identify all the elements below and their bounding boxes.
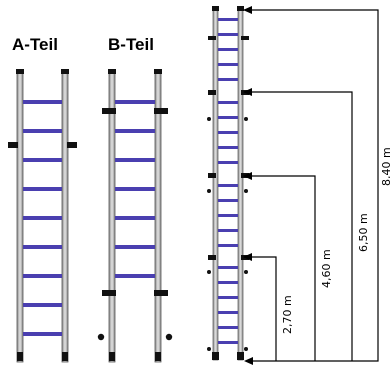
ext-left-joint-clamp (208, 90, 216, 95)
a-teil-ladder (8, 69, 77, 363)
a-left-rail (16, 71, 24, 363)
arrow-icon (243, 6, 252, 14)
rung (218, 311, 238, 314)
rung (23, 187, 62, 191)
ext-left-foot (212, 352, 219, 360)
rung (115, 129, 155, 133)
rung (23, 274, 62, 278)
b-right-knob (165, 333, 173, 341)
rung (218, 281, 238, 284)
b-teil-ladder (97, 69, 173, 363)
rung (23, 216, 62, 220)
a-left-foot (17, 352, 23, 361)
b-left-clamp-bottom (102, 290, 116, 296)
rung (218, 266, 238, 269)
ext-right-knob (244, 117, 248, 121)
ext-left-joint-clamp (208, 36, 216, 40)
rung (218, 326, 238, 329)
extended-ladder (207, 6, 249, 361)
rung (23, 245, 62, 249)
b-left-cap (108, 69, 116, 74)
rung (23, 100, 62, 104)
a-right-foot (62, 352, 68, 361)
ext-right-knob (244, 189, 248, 193)
b-teil-label: B-Teil (108, 35, 154, 54)
rung (23, 303, 62, 307)
ext-right-knob (244, 270, 248, 274)
rung (218, 161, 238, 164)
b-left-rail (108, 71, 116, 363)
rung (218, 199, 238, 202)
dim-line-4-60 (244, 175, 316, 361)
b-left-knob (97, 333, 105, 341)
rung (23, 158, 62, 162)
ext-right-rail (237, 7, 244, 361)
ext-right-top-cap (237, 6, 244, 11)
ext-left-knob (207, 189, 211, 193)
a-left-clamp (8, 142, 18, 148)
rung (218, 146, 238, 149)
arrow-icon (243, 88, 252, 96)
b-left-clamp-top (102, 108, 116, 114)
rung (115, 158, 155, 162)
ext-left-knob (207, 117, 211, 121)
dim-label-2-70: 2,70 m (281, 295, 294, 334)
b-right-clamp-bottom (154, 290, 168, 296)
ext-right-foot (237, 352, 244, 360)
rung (218, 184, 238, 187)
rung (115, 187, 155, 191)
arrow-icon (244, 357, 253, 365)
rung (218, 18, 238, 21)
ext-left-joint-clamp (208, 173, 216, 178)
rung (218, 229, 238, 232)
rung (115, 245, 155, 249)
rung (218, 63, 238, 66)
rung (218, 101, 238, 104)
arrow-icon (243, 172, 252, 180)
ext-right-joint-clamp (241, 36, 249, 40)
dimension-arrows (243, 6, 253, 365)
ext-left-knob (207, 270, 211, 274)
dim-line-2-70 (244, 256, 277, 361)
ext-left-top-cap (212, 6, 219, 11)
ext-left-knob (207, 347, 211, 351)
rung (115, 274, 155, 278)
rung (23, 129, 62, 133)
b-right-foot (155, 352, 161, 361)
a-right-cap (61, 69, 69, 74)
rung (218, 244, 238, 247)
rung (218, 116, 238, 119)
rung (218, 78, 238, 81)
a-teil-label: A-Teil (12, 35, 58, 54)
rung (218, 131, 238, 134)
b-right-clamp-top (154, 108, 168, 114)
a-right-clamp (67, 142, 77, 148)
dim-line-8-40 (244, 9, 379, 362)
b-right-cap (154, 69, 162, 74)
arrow-icon (243, 253, 252, 261)
dim-label-6-50: 6,50 m (357, 213, 370, 252)
rung (23, 332, 62, 336)
rung (115, 216, 155, 220)
a-right-rail (61, 71, 69, 363)
ext-left-joint-clamp (208, 255, 216, 260)
rung (218, 33, 238, 36)
dim-label-4-60: 4,60 m (320, 249, 333, 288)
rung (218, 341, 238, 344)
dim-label-8-40: 8,40 m (380, 147, 390, 186)
dim-line-6-50 (244, 91, 353, 361)
b-right-rail (154, 71, 162, 363)
dimension-lines (244, 9, 379, 362)
b-left-foot (109, 352, 115, 361)
rung (218, 48, 238, 51)
ext-left-rail (212, 7, 219, 361)
ext-right-knob (244, 347, 248, 351)
a-left-cap (16, 69, 24, 74)
rung (115, 100, 155, 104)
rung (218, 296, 238, 299)
rung (218, 214, 238, 217)
